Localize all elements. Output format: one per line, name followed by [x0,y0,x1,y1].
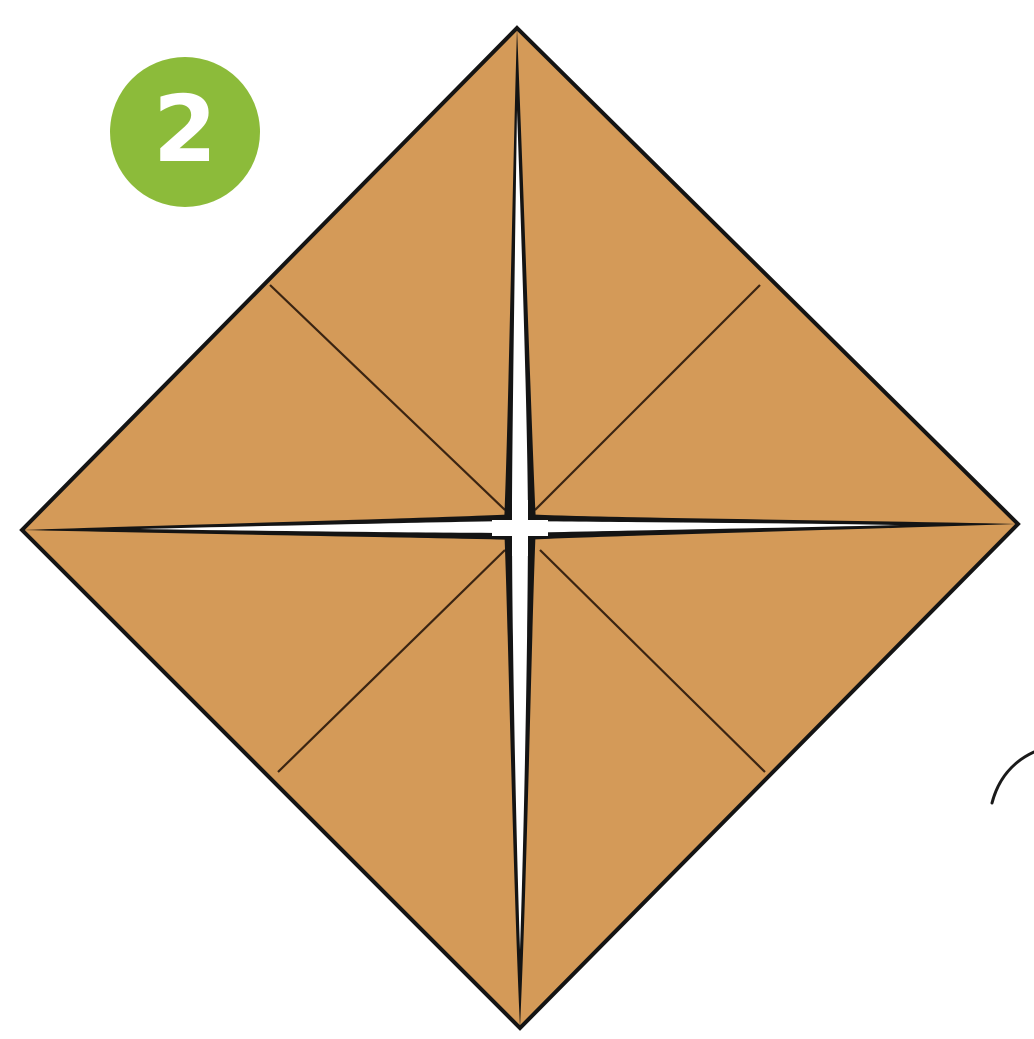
step-number-badge: 2 [110,57,260,207]
curved-arrow-icon [992,752,1034,803]
center-cross-horizontal [492,520,548,536]
step-number: 2 [153,84,217,176]
